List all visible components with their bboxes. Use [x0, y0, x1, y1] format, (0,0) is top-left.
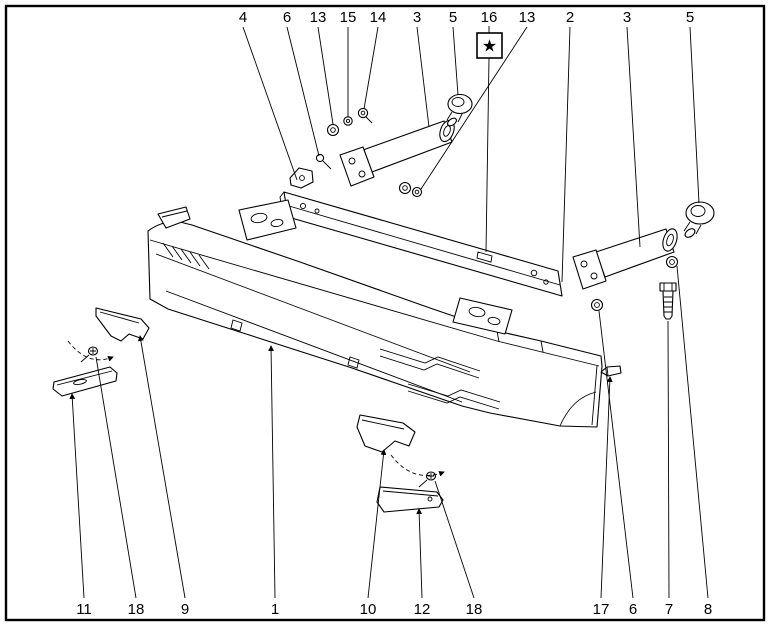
part-callout-5: 5 [449, 9, 457, 26]
part-callout-14: 14 [370, 9, 387, 26]
washer-8 [665, 255, 679, 269]
side-tube-upper [339, 119, 455, 187]
bolt-7 [659, 282, 677, 320]
part-callout-15: 15 [340, 9, 357, 26]
trim-strip-10 [356, 414, 416, 453]
washer-13c [411, 186, 423, 198]
screw-18-left [80, 346, 99, 363]
part-callout-17: 17 [593, 601, 610, 618]
nut-15 [343, 116, 353, 126]
part-callout-9: 9 [181, 601, 189, 618]
mount-plate-left [238, 199, 297, 241]
callouts-bottom: 11 18 9 1 10 12 18 17 6 7 8 [76, 601, 712, 618]
page-border [4, 4, 766, 622]
pin-17 [600, 365, 622, 377]
screw-14 [357, 107, 373, 124]
part-callout-8: 8 [704, 601, 712, 618]
part-callout-7: 7 [665, 601, 673, 618]
part-callout-11: 11 [76, 601, 92, 618]
part-callout-3: 3 [623, 9, 631, 26]
part-callout-12: 12 [414, 601, 431, 618]
part-callout-18: 18 [128, 601, 145, 618]
part-callout-10: 10 [360, 601, 377, 618]
part-callout-18: 18 [466, 601, 483, 618]
bolt-small [315, 153, 332, 170]
note-star: ★ [476, 32, 503, 59]
bumper-cover [147, 206, 603, 428]
leader-lines [67, 26, 709, 599]
part-callout-6: 6 [629, 601, 637, 618]
washer-13a [326, 123, 340, 137]
part-callout-4: 4 [239, 9, 247, 26]
star-icon: ★ [482, 37, 497, 57]
mount-plate-right [452, 297, 513, 335]
callouts-top: 4 6 13 15 14 3 5 16 13 2 3 5 [239, 9, 694, 26]
star-box [476, 32, 503, 59]
part-callout-13: 13 [310, 9, 327, 26]
part-callout-2: 2 [566, 9, 574, 26]
part-callout-16: 16 [481, 9, 498, 26]
cap-upper [446, 93, 473, 127]
clamp-bracket [289, 167, 314, 189]
washer-6 [590, 298, 604, 312]
side-tube-right [572, 228, 678, 290]
trim-strip-11 [52, 366, 118, 397]
part-callout-5: 5 [686, 9, 694, 26]
screw-18-right [418, 471, 437, 488]
part-callout-3: 3 [413, 9, 421, 26]
cap-right [683, 201, 715, 238]
washer-13b [398, 181, 412, 195]
part-callout-1: 1 [271, 601, 279, 618]
trim-strip-12 [376, 486, 444, 513]
part-callout-6: 6 [283, 9, 291, 26]
part-callout-13: 13 [519, 9, 536, 26]
trim-strip-9 [95, 307, 150, 342]
